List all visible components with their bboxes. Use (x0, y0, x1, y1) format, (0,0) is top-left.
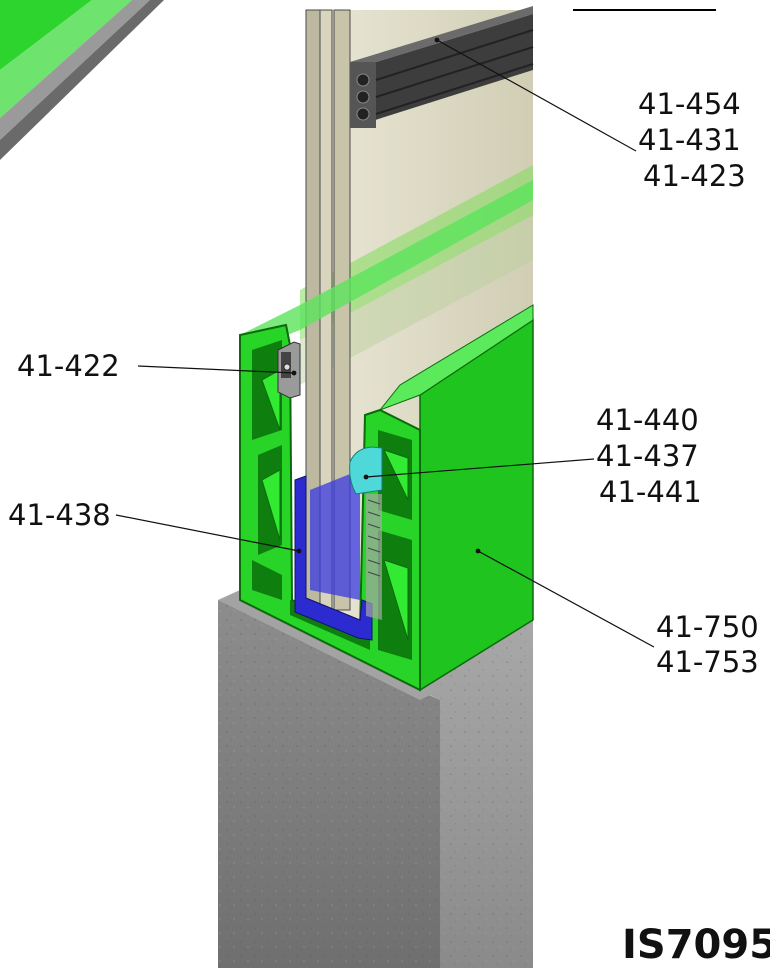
leader-41-440 (365, 458, 595, 478)
callout-top-right: 41-454 41-431 41-423 (638, 87, 746, 193)
callout-41-440: 41-440 (596, 403, 699, 437)
handrail-cap (350, 6, 534, 128)
callout-left-upper: 41-422 (17, 349, 120, 383)
leader-lines (115, 37, 655, 648)
setting-block (277, 341, 301, 399)
callout-left-lower: 41-438 (8, 498, 111, 532)
callout-41-438: 41-438 (8, 498, 111, 532)
concrete-block (218, 590, 533, 968)
callout-41-753: 41-753 (656, 645, 759, 679)
leader-41-454 (436, 39, 637, 152)
callout-41-422: 41-422 (17, 349, 120, 383)
wedge-gasket (349, 446, 383, 620)
callout-right-middle: 41-440 41-437 41-441 (596, 403, 702, 509)
callout-41-441: 41-441 (599, 475, 702, 509)
upper-rail-fragment (0, 0, 164, 160)
leader-41-422 (137, 365, 295, 374)
leader-41-438 (115, 514, 300, 552)
callout-41-437: 41-437 (596, 439, 699, 473)
callout-41-454: 41-454 (638, 87, 741, 121)
callout-41-423: 41-423 (643, 159, 746, 193)
callout-41-750: 41-750 (656, 610, 759, 644)
document-id: IS7095 (622, 922, 770, 968)
leader-41-750 (477, 550, 655, 648)
callout-right-lower: 41-750 41-753 (656, 610, 759, 679)
callout-41-431: 41-431 (638, 123, 741, 157)
